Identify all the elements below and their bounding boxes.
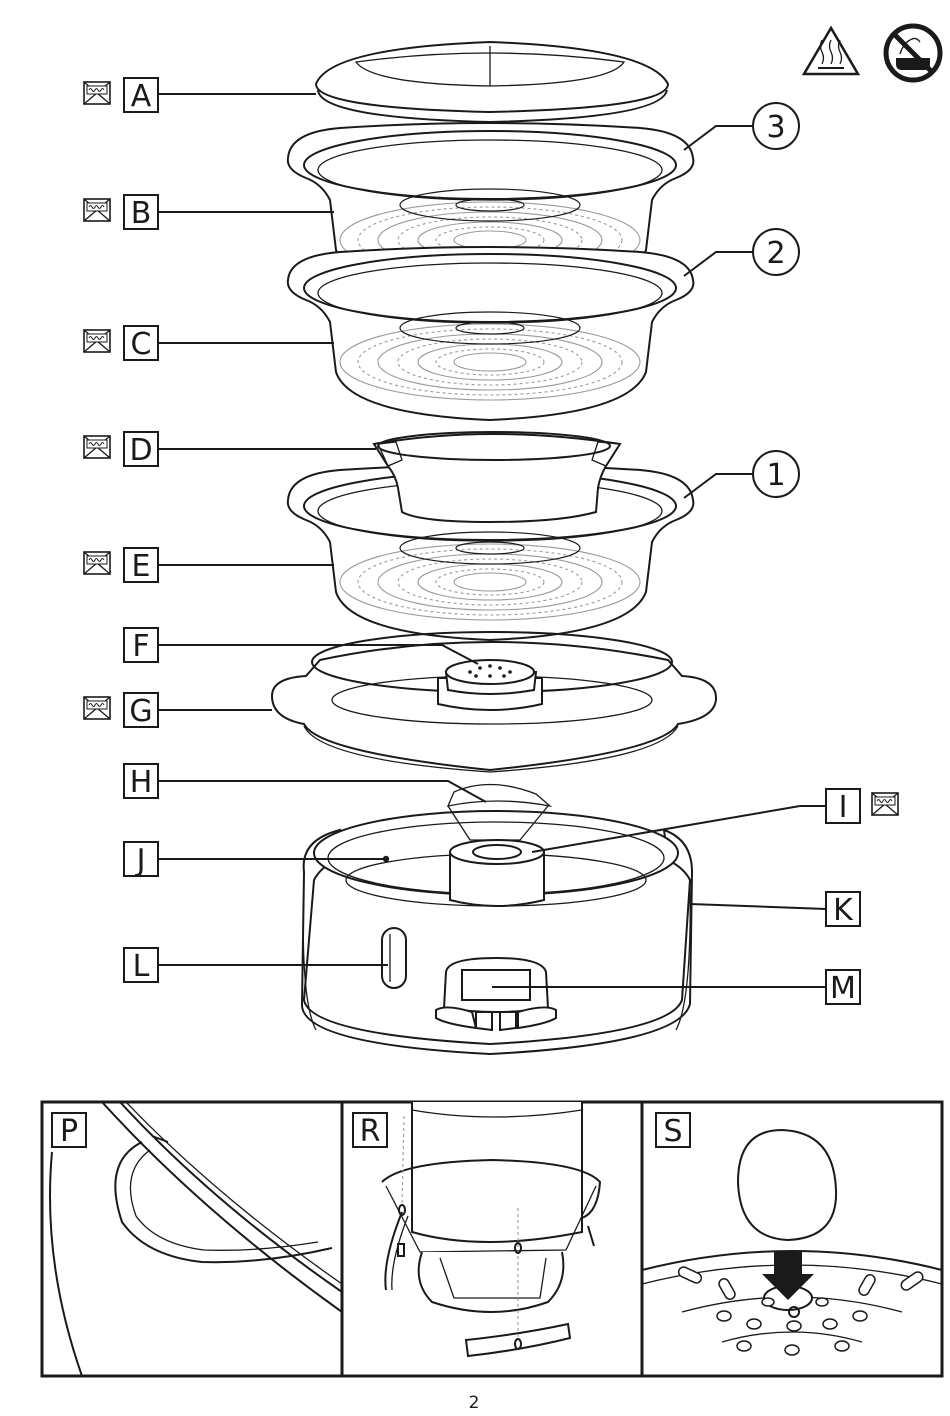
rice-bowl xyxy=(374,432,620,522)
svg-text:3: 3 xyxy=(766,110,785,145)
svg-text:1: 1 xyxy=(766,458,785,493)
hot-surface-warning-icon xyxy=(804,28,858,74)
callout-A: A xyxy=(84,78,316,114)
label-J: J xyxy=(135,843,146,878)
callout-G: G xyxy=(84,693,272,729)
label-E: E xyxy=(132,549,151,584)
dishwasher-safe-icon xyxy=(84,552,110,574)
level-2-callout: 2 xyxy=(684,229,799,276)
display-screen xyxy=(462,970,530,1000)
aroma-container xyxy=(438,660,542,710)
label-G: G xyxy=(129,694,152,729)
page-number: 2 xyxy=(469,1393,480,1413)
callout-K: K xyxy=(690,892,860,928)
dishwasher-safe-icon xyxy=(872,793,898,815)
water-level-indicator xyxy=(382,928,406,988)
callout-D: D xyxy=(84,432,376,468)
dishwasher-safe-icon xyxy=(84,199,110,221)
panel-label-P: P xyxy=(60,1114,78,1149)
svg-text:2: 2 xyxy=(766,236,785,271)
label-C: C xyxy=(131,327,152,362)
label-I: I xyxy=(839,790,848,825)
dishwasher-safe-icon xyxy=(84,82,110,104)
callout-E: E xyxy=(84,548,334,584)
label-A: A xyxy=(131,79,152,114)
level-1-callout: 1 xyxy=(684,451,799,498)
callout-C: C xyxy=(84,326,334,362)
panel-label-S: S xyxy=(663,1114,682,1149)
dishwasher-safe-icon xyxy=(84,697,110,719)
dishwasher-safe-icon xyxy=(84,330,110,352)
callout-H: H xyxy=(124,764,486,802)
label-H: H xyxy=(130,765,153,800)
label-K: K xyxy=(833,893,854,928)
water-fill-funnel xyxy=(448,784,550,806)
level-3-callout: 3 xyxy=(684,103,799,150)
callout-L: L xyxy=(124,948,388,984)
steam-bowl-2 xyxy=(288,247,694,420)
label-B: B xyxy=(131,196,152,231)
egg xyxy=(738,1130,836,1240)
label-L: L xyxy=(133,949,150,984)
label-M: M xyxy=(830,971,856,1006)
panel-label-R: R xyxy=(360,1114,381,1149)
dishwasher-safe-icon xyxy=(84,436,110,458)
label-F: F xyxy=(132,629,149,664)
label-D: D xyxy=(129,433,152,468)
callout-B: B xyxy=(84,195,334,231)
lid xyxy=(316,42,668,122)
do-not-immerse-icon xyxy=(886,26,940,80)
steamer-base xyxy=(302,784,692,1054)
